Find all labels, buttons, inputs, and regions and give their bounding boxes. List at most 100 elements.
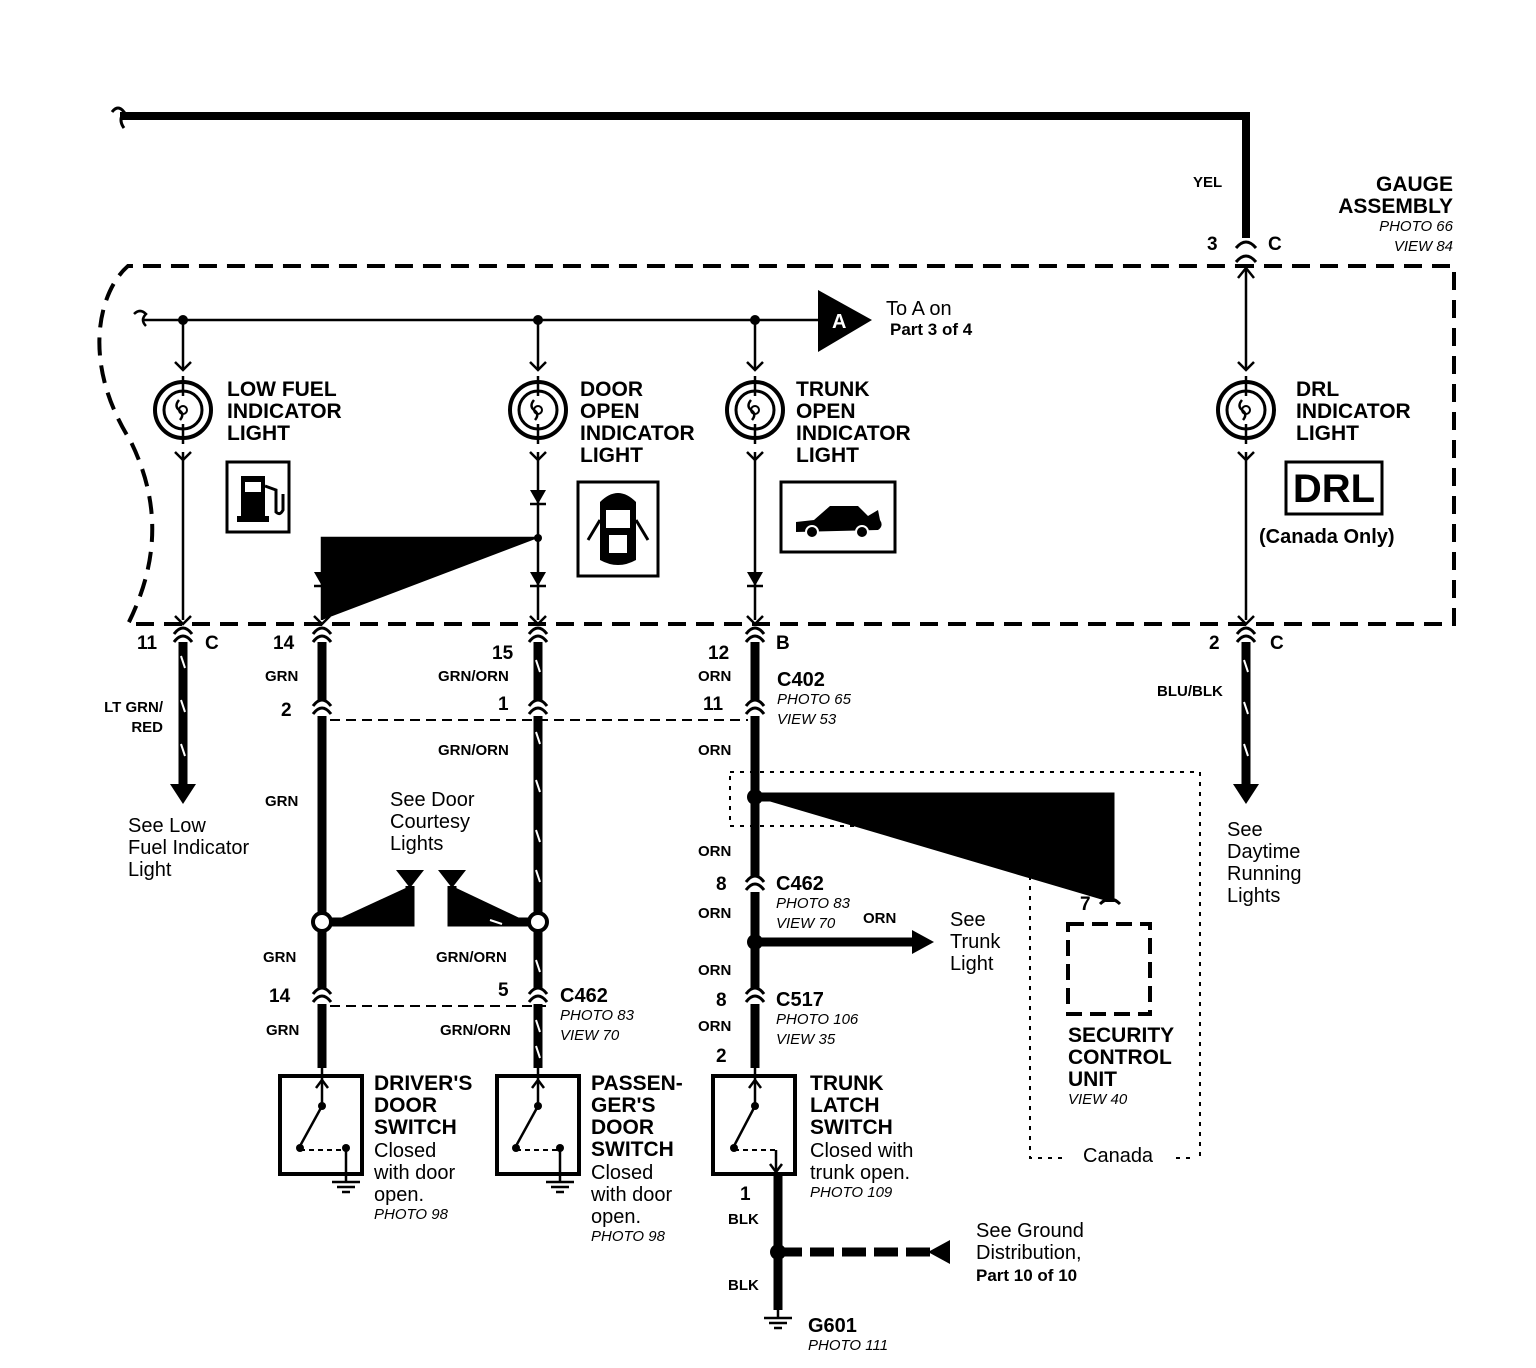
driver-switch-label-5: with door	[373, 1162, 455, 1184]
security-label-3: UNIT	[1068, 1068, 1117, 1091]
driver-switch-label-4: Closed	[374, 1140, 436, 1162]
grn-orn-wire-color-4: GRN/ORN	[440, 1022, 511, 1039]
car-top-view-icon	[576, 480, 660, 578]
grn-wire-color-3: GRN	[263, 949, 296, 966]
pin-11: 11	[137, 633, 158, 654]
c462-b-pin-14: 14	[269, 986, 291, 1007]
low-fuel-note-3: Light	[128, 859, 172, 881]
feed-connector: C	[1268, 234, 1282, 255]
low-fuel-wire-color: LT GRN/	[104, 699, 164, 716]
passenger-switch-label-7: open.	[591, 1206, 641, 1228]
c517-photo: PHOTO 106	[776, 1011, 859, 1028]
door-open-label-4: LIGHT	[580, 444, 643, 467]
c517-view: VIEW 35	[776, 1031, 836, 1048]
pin-2-right: 2	[1209, 633, 1220, 654]
passenger-switch-photo: PHOTO 98	[591, 1228, 666, 1245]
c462-a-name: C462	[776, 873, 824, 895]
door-open-circuit	[312, 320, 568, 626]
passenger-switch-label-4: SWITCH	[591, 1138, 674, 1161]
passenger-switch-label-6: with door	[590, 1184, 672, 1206]
gauge-assembly-title-2: ASSEMBLY	[1338, 195, 1453, 218]
orn-wire-color-3: ORN	[698, 843, 731, 860]
grn-orn-wire-color-3: GRN/ORN	[436, 949, 507, 966]
drl-bulb-icon	[1216, 374, 1276, 446]
security-label: SECURITY	[1068, 1024, 1174, 1047]
c517-name: C517	[776, 989, 824, 1011]
door-open-label: DOOR	[580, 378, 643, 401]
low-fuel-note-2: Fuel Indicator	[128, 837, 250, 859]
trunk-switch-photo: PHOTO 109	[810, 1184, 893, 1201]
security-pin-7: 7	[1080, 894, 1091, 915]
blk-wire-color-1: BLK	[728, 1211, 759, 1228]
trunk-switch-label-4: Closed with	[810, 1140, 913, 1162]
grn-orn-wire	[438, 626, 549, 1068]
c462-b-view: VIEW 70	[560, 1027, 620, 1044]
driver-switch-label-6: open.	[374, 1184, 424, 1206]
passenger-switch-label: PASSEN-	[591, 1072, 683, 1095]
c462-a-view: VIEW 70	[776, 915, 836, 932]
courtesy-note-2: Courtesy	[390, 811, 470, 833]
pin-b: B	[776, 633, 790, 654]
trunk-switch-label: TRUNK	[810, 1072, 884, 1095]
canada-region	[729, 771, 1201, 1159]
security-label-2: CONTROL	[1068, 1046, 1172, 1069]
c402-pin-2: 2	[281, 700, 292, 721]
c517-pin-8: 8	[716, 990, 727, 1011]
door-open-label-2: OPEN	[580, 400, 640, 423]
to-a-line1: To A on	[886, 298, 952, 320]
blk-ground-wire	[762, 1176, 950, 1330]
feed-wire	[110, 106, 1258, 264]
trunk-open-label-2: OPEN	[796, 400, 856, 423]
to-a-marker: A	[818, 290, 872, 352]
trunk-open-label: TRUNK	[796, 378, 870, 401]
low-fuel-label-2: INDICATOR	[227, 400, 342, 423]
low-fuel-label-3: LIGHT	[227, 422, 290, 445]
c462-a-photo: PHOTO 83	[776, 895, 851, 912]
pin-c-right: C	[1270, 633, 1284, 654]
low-fuel-wire-color-2: RED	[131, 719, 163, 736]
trunk-open-label-3: INDICATOR	[796, 422, 911, 445]
door-open-label-3: INDICATOR	[580, 422, 695, 445]
pin-c-left: C	[205, 633, 219, 654]
drl-circuit	[1216, 265, 1276, 626]
grn-wire-color-2: GRN	[265, 793, 298, 810]
c462-b-name: C462	[560, 985, 608, 1007]
pin-12: 12	[708, 643, 729, 664]
driver-switch-label: DRIVER'S	[374, 1072, 472, 1095]
ground-note: See Ground	[976, 1220, 1084, 1242]
orn-wire-color-6: ORN	[698, 1018, 731, 1035]
pin-15: 15	[492, 643, 514, 664]
drl-label-2: INDICATOR	[1296, 400, 1411, 423]
gauge-assembly-boundary	[97, 264, 1456, 626]
c462-a-pin-8: 8	[716, 874, 727, 895]
drl-canada-only: (Canada Only)	[1259, 526, 1395, 548]
g601-name: G601	[808, 1315, 857, 1337]
passenger-switch-label-3: DOOR	[591, 1116, 654, 1139]
drl-badge-icon: DRL	[1284, 460, 1384, 516]
car-trunk-open-icon	[779, 480, 897, 554]
trunk-latch-switch	[711, 1068, 797, 1176]
c402-photo: PHOTO 65	[777, 691, 852, 708]
gauge-assembly-photo: PHOTO 66	[1379, 218, 1454, 235]
drl-note-4: Lights	[1227, 885, 1280, 907]
low-fuel-note: See Low	[128, 815, 206, 837]
ground-note-3: Part 10 of 10	[976, 1266, 1077, 1285]
trunk-note-3: Light	[950, 953, 994, 975]
c402-view: VIEW 53	[777, 711, 837, 728]
c402-name: C402	[777, 669, 825, 691]
c462-b-photo: PHOTO 83	[560, 1007, 635, 1024]
ground-note-2: Distribution,	[976, 1242, 1082, 1264]
drl-note-2: Daytime	[1227, 841, 1300, 863]
orn-wire-color-trunk: ORN	[863, 910, 896, 927]
passenger-switch-label-2: GER'S	[591, 1094, 656, 1117]
trunk-switch-label-5: trunk open.	[810, 1162, 910, 1184]
grn-wire-color-1: GRN	[265, 668, 298, 685]
driver-switch-label-3: SWITCH	[374, 1116, 457, 1139]
driver-switch-photo: PHOTO 98	[374, 1206, 449, 1223]
drl-badge-text: DRL	[1293, 467, 1375, 511]
trunk-switch-pin-1: 1	[740, 1184, 751, 1205]
grn-orn-wire-color-1: GRN/ORN	[438, 668, 509, 685]
internal-bus	[133, 309, 822, 327]
orn-wire-color-2: ORN	[698, 742, 731, 759]
